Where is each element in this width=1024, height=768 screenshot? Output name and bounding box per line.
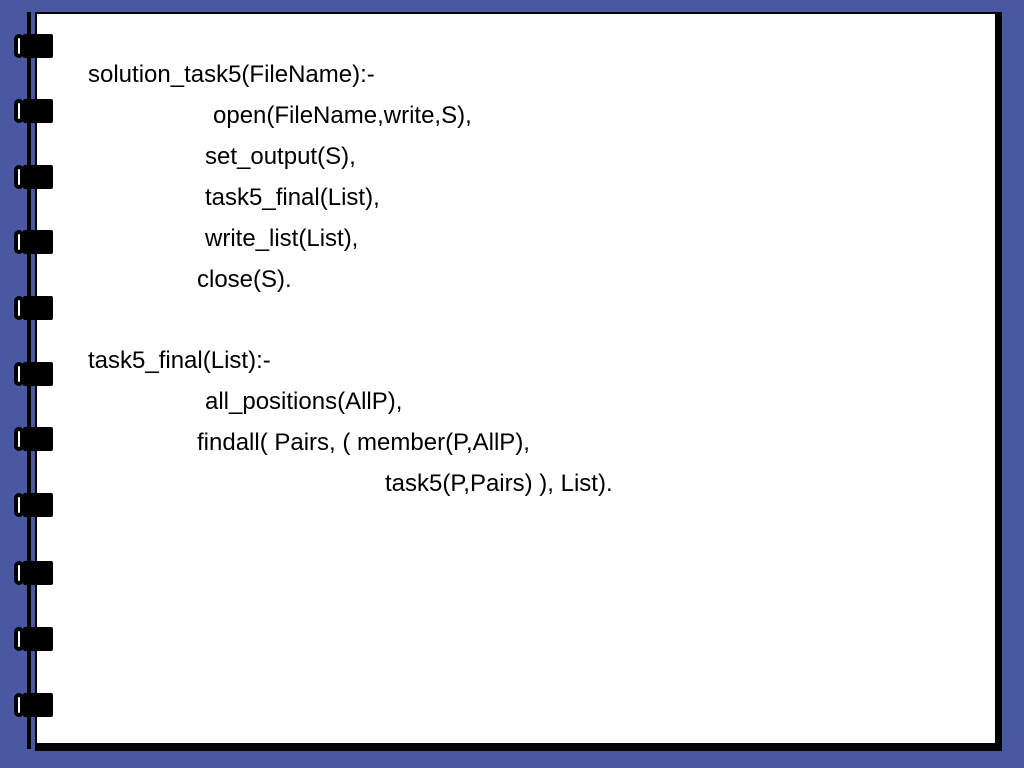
- binder-ring-icon: [14, 693, 53, 717]
- code-line: close(S).: [197, 266, 292, 293]
- slide-page: [35, 12, 997, 745]
- binder-ring-icon: [14, 362, 53, 386]
- binder-ring-icon: [14, 427, 53, 451]
- code-line: write_list(List),: [205, 225, 359, 252]
- binder-ring-icon: [14, 34, 53, 58]
- code-line: set_output(S),: [205, 143, 356, 170]
- code-line: open(FileName,write,S),: [213, 102, 472, 129]
- code-line: task5_final(List),: [205, 184, 380, 211]
- binder-ring-icon: [14, 627, 53, 651]
- code-line: task5(P,Pairs) ), List).: [385, 470, 613, 497]
- code-line: solution_task5(FileName):-: [88, 61, 375, 88]
- binder-ring-icon: [14, 165, 53, 189]
- binder-ring-icon: [14, 296, 53, 320]
- code-line: task5_final(List):-: [88, 347, 271, 374]
- code-line: findall( Pairs, ( member(P,AllP),: [197, 429, 530, 456]
- code-line: all_positions(AllP),: [205, 388, 403, 415]
- binder-ring-icon: [14, 561, 53, 585]
- binder-ring-icon: [14, 230, 53, 254]
- binder-ring-icon: [14, 493, 53, 517]
- binder-ring-icon: [14, 99, 53, 123]
